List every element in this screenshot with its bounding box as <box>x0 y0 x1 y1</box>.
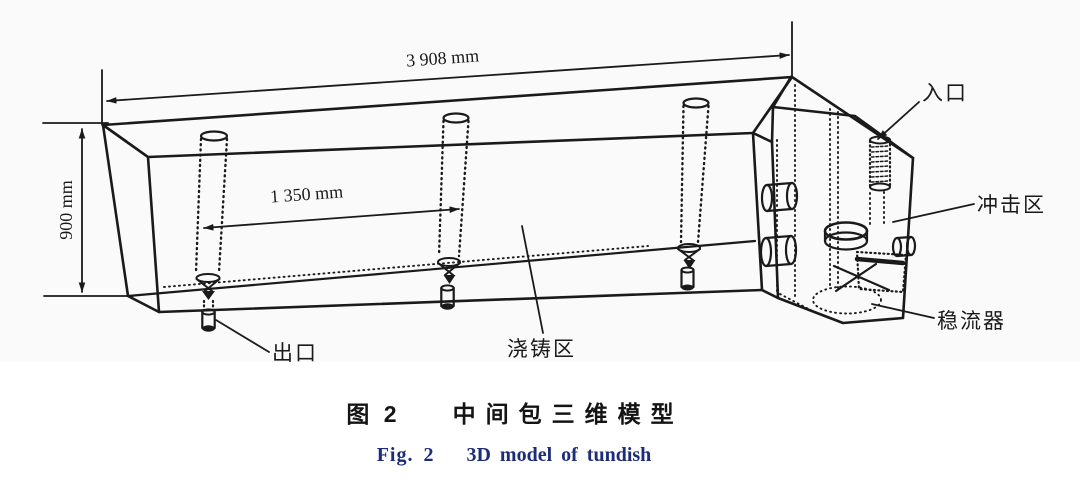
tube1-top-rim <box>199 130 229 142</box>
stabilizer-leader-line <box>871 303 935 319</box>
casting-zone-label: 浇铸区 <box>507 337 576 361</box>
trough-back-bottom-edge <box>126 239 757 298</box>
wall-port-lower <box>759 234 798 268</box>
outlet-tube-2 <box>437 112 470 310</box>
stabilizer-floor-well-hidden <box>812 285 882 315</box>
impact-box-hidden-bottom-edge <box>779 293 819 315</box>
stabilizer-box-front-rim <box>854 256 906 266</box>
tube3-top-rim <box>682 97 710 109</box>
tube3-funnel-throat <box>683 260 696 269</box>
tube1-funnel-throat <box>202 291 215 300</box>
inlet-leader-line <box>877 101 920 140</box>
spacing-dimension-line <box>203 206 460 231</box>
tube2-top-rim <box>442 112 470 124</box>
tube2-funnel-cone-left <box>437 262 454 276</box>
tube1-funnel-rim <box>195 273 221 283</box>
inlet-tube-hatching <box>870 145 890 183</box>
figure-number-zh: 图 2 <box>346 401 401 427</box>
tube3-funnel-cone-left <box>677 248 694 261</box>
tube2-funnel-cone-right <box>444 262 461 276</box>
stabilizer-label: 稳流器 <box>937 309 1006 333</box>
tube2-left-side-hidden <box>437 119 445 258</box>
casting-zone-leader-line <box>521 225 544 334</box>
trough-front-bottom-edge <box>157 288 764 314</box>
figure-title-en: 3D model of tundish <box>466 444 652 466</box>
callout-inlet: 入口 <box>877 81 968 140</box>
impact-zone-label: 冲击区 <box>977 193 1046 217</box>
outlet-tube-3 <box>677 97 710 291</box>
tube1-funnel-cone-right <box>204 278 221 292</box>
impact-zone-box <box>759 75 917 325</box>
inlet-label: 入口 <box>922 81 968 105</box>
trough-box-connector-top <box>751 131 774 144</box>
figure-title-zh: 中间包三维模型 <box>452 401 684 427</box>
outlet-leader-line <box>215 319 270 353</box>
callout-casting-zone: 浇铸区 <box>507 225 576 361</box>
tube1-funnel-cone-left <box>195 278 213 292</box>
outlet-label: 出口 <box>272 341 318 365</box>
impact-box-roof-back-edge <box>790 75 915 160</box>
tube3-left-side-hidden <box>679 104 685 244</box>
length-dimension-line <box>106 52 790 104</box>
outlet-tube-1 <box>194 130 229 332</box>
flow-stabilizer <box>812 221 917 315</box>
stabilizer-brace-2 <box>834 262 878 293</box>
impact-zone-leader-line <box>892 203 975 223</box>
figure-scan-background <box>0 0 1080 362</box>
dimension-height: 900 mm <box>56 128 86 293</box>
trough-right-end-edge <box>751 131 764 292</box>
impact-box-roof-left-edge <box>771 75 793 109</box>
tube2-nozzle <box>440 284 455 310</box>
figure-caption-english: Fig. 2 3D model of tundish <box>377 444 652 467</box>
height-dimension-text: 900 mm <box>56 180 76 240</box>
trough-hidden-bottom-edge <box>163 245 649 288</box>
stabilizer-side-port <box>891 235 917 258</box>
trough-box-connector-bottom <box>760 288 780 300</box>
stabilizer-brace-1 <box>832 264 891 292</box>
tube3-right-side-hidden <box>696 104 710 244</box>
tube1-right-side-hidden <box>217 137 229 274</box>
tube2-funnel-throat <box>443 275 456 284</box>
tube1-nozzle <box>201 308 216 332</box>
wall-port-upper <box>760 181 799 213</box>
tube2-right-side-hidden <box>457 119 470 258</box>
tundish-trough-body <box>101 75 794 314</box>
tube3-nozzle <box>680 266 695 291</box>
figure-number-en: Fig. 2 <box>376 444 435 466</box>
tube3-funnel-cone-right <box>684 248 701 261</box>
tube1-left-side-hidden <box>194 137 203 274</box>
inlet-tube <box>868 135 892 227</box>
callout-outlet: 出口 <box>215 319 318 365</box>
callout-labels: 入口 冲击区 稳流器 出口 浇铸区 <box>215 81 1046 365</box>
figure-caption-chinese: 图 2 中间包三维模型 <box>346 395 683 429</box>
callout-impact-zone: 冲击区 <box>892 193 1046 223</box>
callout-stabilizer: 稳流器 <box>871 303 1006 333</box>
